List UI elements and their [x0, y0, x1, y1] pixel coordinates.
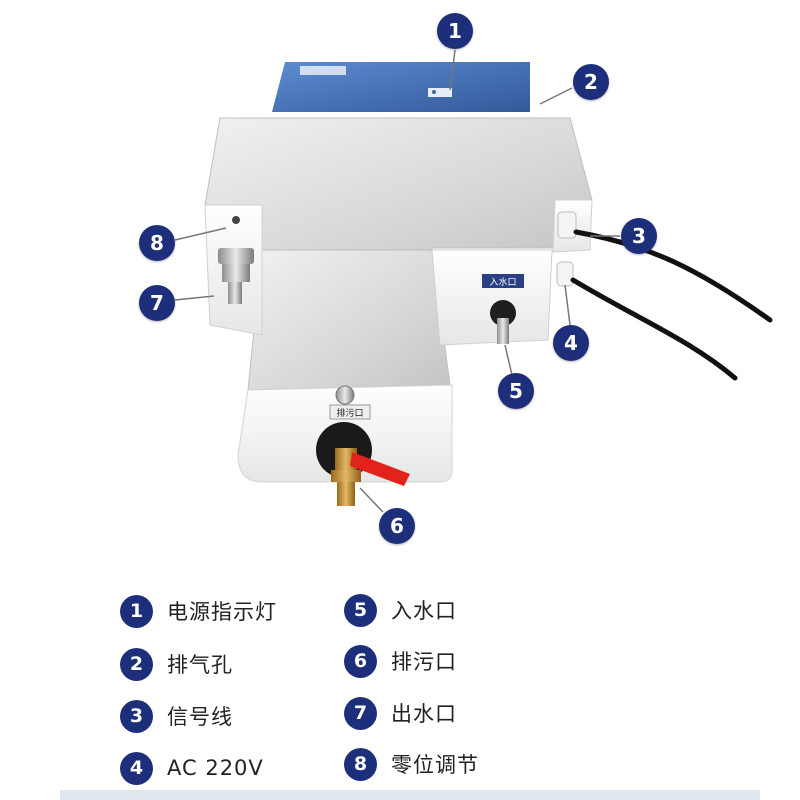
callout-badge-8: 8: [139, 225, 175, 261]
callout-badge-5: 5: [498, 373, 534, 409]
device-drawing: 入水口 排污口: [174, 49, 773, 513]
legend-number: 3: [120, 699, 153, 733]
callout-badge-1: 1: [437, 13, 473, 49]
callout-badge-2: 2: [573, 64, 609, 100]
left-side-block: [204, 204, 263, 336]
callout-badge-3: 3: [621, 218, 657, 254]
legend-item-3: 3 信号线: [120, 699, 233, 733]
legend-item-6: 6 排污口: [344, 644, 457, 678]
legend-number: 7: [344, 696, 377, 730]
inlet-panel: 入水口: [431, 249, 553, 346]
legend-label: 信号线: [167, 705, 233, 729]
legend-label: 电源指示灯: [167, 600, 277, 624]
device-illustration: 入水口 排污口: [139, 13, 773, 544]
legend-item-7: 7 出水口: [344, 696, 457, 730]
legend: 1 电源指示灯 2 排气孔 3 信号线 4 AC 220V 5 入水口 6 排污…: [120, 590, 680, 790]
drain-valve: [331, 448, 410, 506]
drain-label: 排污口: [336, 407, 363, 419]
legend-label: 零位调节: [391, 753, 479, 777]
callout-badge-6: 6: [379, 508, 415, 544]
legend-number: 6: [344, 644, 377, 678]
footer-bar: [60, 790, 760, 800]
legend-number: 1: [120, 594, 153, 628]
leader-lines: [174, 49, 620, 513]
legend-label: 出水口: [391, 702, 457, 726]
inlet-label: 入水口: [489, 276, 516, 288]
legend-item-1: 1 电源指示灯: [120, 594, 277, 628]
legend-item-5: 5 入水口: [344, 593, 457, 627]
callout-badge-4: 4: [553, 325, 589, 361]
legend-label: 入水口: [391, 599, 457, 623]
legend-number: 8: [344, 747, 377, 781]
power-indicator-box: [272, 62, 530, 112]
legend-number: 4: [120, 751, 153, 785]
legend-item-2: 2 排气孔: [120, 647, 233, 681]
bottom-housing: 排污口: [237, 384, 453, 483]
legend-label: AC 220V: [167, 756, 264, 780]
top-plate: [204, 117, 593, 391]
legend-label: 排污口: [391, 650, 457, 674]
legend-label: 排气孔: [167, 653, 233, 677]
callout-badge-7: 7: [139, 285, 175, 321]
legend-item-4: 4 AC 220V: [120, 751, 264, 785]
legend-number: 5: [344, 593, 377, 627]
cables: [570, 229, 773, 381]
legend-item-8: 8 零位调节: [344, 747, 479, 781]
legend-number: 2: [120, 647, 153, 681]
right-side-block: [552, 199, 593, 287]
